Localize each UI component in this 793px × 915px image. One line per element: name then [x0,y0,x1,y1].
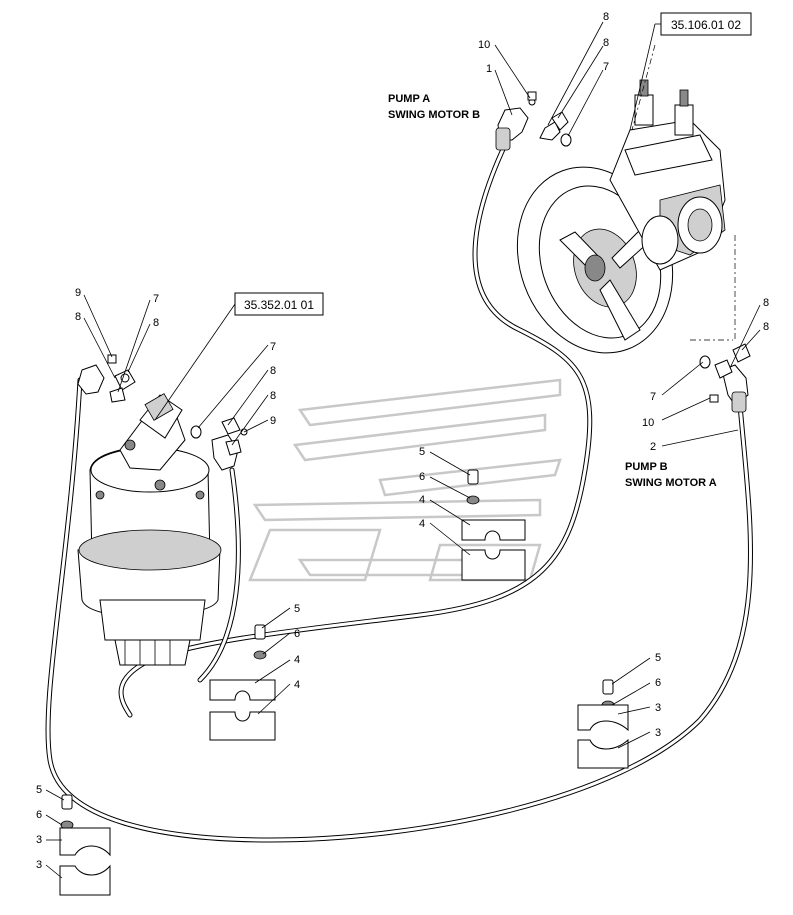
clamp-set-left [59,794,111,896]
callout-9: 9 [270,415,276,427]
callout-9: 9 [75,287,81,299]
callout-8: 8 [603,37,609,49]
callout-5: 5 [294,603,300,615]
clamp-set-middle [209,624,276,741]
callout-5: 5 [36,784,42,796]
swing-motor [77,393,222,666]
callout-3: 3 [36,834,42,846]
pump-b-title: PUMP B [625,461,668,473]
fitting-pump-b [699,343,751,413]
clamp-set-center [461,469,526,581]
callout-3: 3 [36,859,42,871]
callout-8: 8 [763,297,769,309]
callout-1: 1 [486,63,492,75]
callout-7: 7 [603,61,609,73]
callout-8: 8 [75,311,81,323]
callout-6: 6 [655,677,661,689]
callout-4: 4 [294,679,300,691]
callout-leaders [45,21,761,879]
hydraulic-pump [516,44,736,354]
swing-motor-a-title: SWING MOTOR A [625,477,717,489]
callout-5: 5 [419,446,425,458]
callout-3: 3 [655,702,661,714]
callout-4: 4 [294,654,300,666]
callout-4: 4 [419,494,425,506]
pump-a-title: PUMP A [388,93,430,105]
callout-4: 4 [419,518,425,530]
callout-6: 6 [419,471,425,483]
callout-10: 10 [642,417,654,429]
callout-7: 7 [153,293,159,305]
callout-5: 5 [655,652,661,664]
callout-8: 8 [153,317,159,329]
pump-reference-box[interactable]: 35.106.01 02 [660,12,752,36]
motor-reference-text: 35.352.01 01 [244,298,314,312]
callout-8: 8 [763,321,769,333]
callout-8: 8 [270,390,276,402]
fitting-motor-left [77,354,136,403]
clamp-set-right [577,679,629,769]
callout-7: 7 [270,341,276,353]
callout-7: 7 [650,391,656,403]
swing-motor-b-title: SWING MOTOR B [388,109,480,121]
callout-2: 2 [650,441,656,453]
motor-reference-box[interactable]: 35.352.01 01 [234,292,324,316]
fitting-pump-a [495,91,572,151]
callout-6: 6 [294,628,300,640]
callout-numbers: 10 1 8 8 7 8 8 7 10 2 9 8 7 8 7 8 8 9 5 … [36,11,769,871]
callout-8: 8 [270,365,276,377]
fitting-motor-right [190,417,248,471]
hose-2 [45,377,753,843]
callout-10: 10 [478,39,490,51]
callout-3: 3 [655,727,661,739]
pump-reference-text: 35.106.01 02 [671,18,741,32]
callout-8: 8 [603,11,609,23]
callout-6: 6 [36,809,42,821]
